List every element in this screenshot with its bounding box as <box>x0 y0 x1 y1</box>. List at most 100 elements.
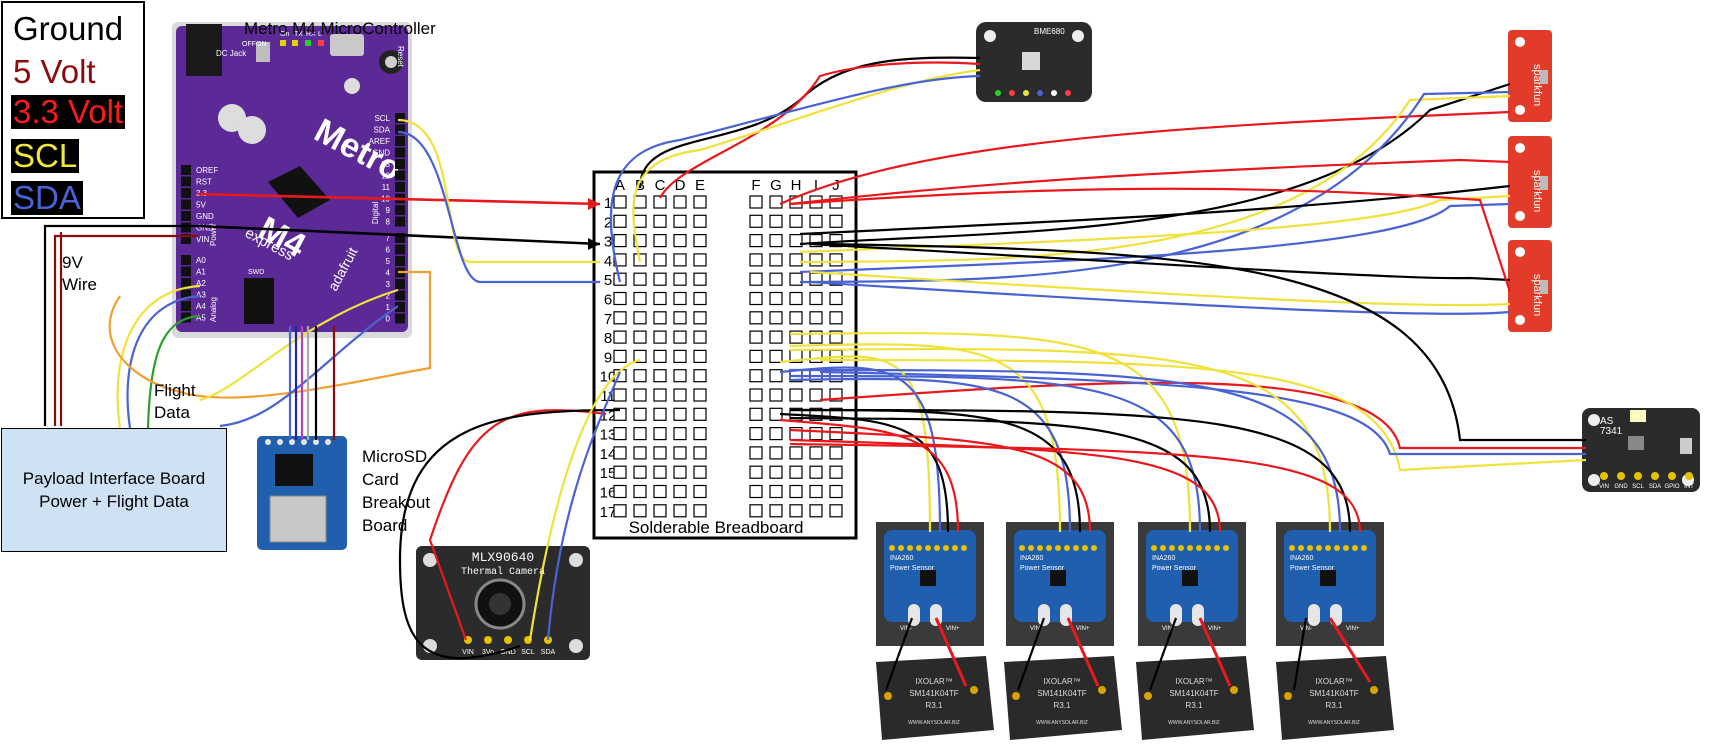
breadboard-hole <box>769 427 783 441</box>
breadboard-hole <box>653 253 667 267</box>
ina260-vin-plus-label: VIN+ <box>1076 626 1090 632</box>
breadboard-hole <box>673 195 687 209</box>
ina260-pin <box>1343 545 1349 551</box>
arrow-gnd <box>588 238 600 250</box>
metro-pin <box>395 216 405 227</box>
breadboard-hole <box>769 388 783 402</box>
solar-cell-terminal <box>1370 686 1378 694</box>
breadboard-hole <box>693 388 707 402</box>
breadboard-hole <box>769 253 783 267</box>
breadboard-hole <box>613 311 627 325</box>
wire-ina1-gnd <box>779 412 950 533</box>
ina260-pin <box>907 545 913 551</box>
ina260-pin <box>1361 545 1367 551</box>
as7341-pin-label: GND <box>1614 484 1628 490</box>
ina260-sublabel: Power Sensor <box>1152 565 1197 572</box>
breadboard-hole <box>749 388 763 402</box>
solar-cell-url: WWW.ANYSOLAR.BIZ <box>1168 720 1220 726</box>
metro-pin <box>395 159 405 169</box>
breadboard-hole <box>613 214 627 228</box>
breadboard-hole <box>789 465 803 479</box>
breadboard-hole <box>653 272 667 286</box>
metro-pin-label: VIN <box>196 235 210 244</box>
ina260-pin <box>1214 545 1220 551</box>
wire-ina4-gnd <box>789 408 1352 533</box>
sparkfun-label-2: sparkfun <box>1531 170 1543 212</box>
legend-5-volt: 5 Volt <box>13 53 96 90</box>
metro-m4-board: Metro M4 express adafruit DC Jack OFF ON… <box>172 22 412 338</box>
legend-sda: SDA <box>11 179 83 216</box>
breadboard-row-label: 8 <box>604 330 612 347</box>
metro-pin <box>181 199 191 210</box>
breadboard-hole <box>693 330 707 344</box>
ina260-sublabel: Power Sensor <box>890 565 935 572</box>
breadboard-hole <box>653 349 667 363</box>
breadboard-hole <box>809 427 823 441</box>
wire-solar4-neg <box>1292 617 1308 691</box>
wire-ina1-3v3 <box>779 418 960 533</box>
thermal-pin-label: SDA <box>541 649 556 656</box>
metro-pin <box>181 222 191 233</box>
legend-scl: SCL <box>11 137 80 174</box>
ina260-terminal <box>1170 604 1182 626</box>
breadboard-hole <box>749 427 763 441</box>
metro-pin <box>395 124 405 135</box>
arrow-3v3 <box>588 198 600 210</box>
breadboard-hole <box>829 504 843 518</box>
wire-spk3-3v3 <box>789 187 1512 293</box>
breadboard-hole <box>749 311 763 325</box>
ina260-pin <box>1046 545 1052 551</box>
wire-bme-gnd <box>638 56 981 189</box>
breadboard-hole <box>769 349 783 363</box>
ina260-pin <box>1064 545 1070 551</box>
breadboard-hole <box>673 407 687 421</box>
breadboard-hole <box>789 388 803 402</box>
swd-header <box>244 278 274 324</box>
sparkfun-board-1: sparkfun <box>1508 30 1552 122</box>
breadboard-hole <box>829 311 843 325</box>
breadboard-hole <box>633 330 647 344</box>
as7341-pin <box>1600 472 1608 480</box>
ina260-pin <box>1028 545 1034 551</box>
breadboard-hole <box>653 214 667 228</box>
reset-label: Reset <box>396 46 405 68</box>
wire-thermal-sda <box>546 371 622 641</box>
breadboard-hole <box>673 311 687 325</box>
breadboard-hole <box>769 272 783 286</box>
as7341-pin-label: GPIO <box>1664 484 1679 490</box>
metro-pin-label: A5 <box>196 314 206 323</box>
wire-spk2-3v3 <box>789 158 1511 206</box>
breadboard-title: Solderable Breadboard <box>629 518 804 537</box>
breadboard-hole <box>673 291 687 306</box>
ina260-chip <box>1050 570 1066 586</box>
ina260-pin <box>1160 545 1166 551</box>
breadboard-hole <box>653 407 667 421</box>
breadboard-hole <box>749 484 763 499</box>
ina260-pin <box>1169 545 1175 551</box>
ina260-vin-minus-label: VIN- <box>1162 626 1174 632</box>
metro-pin-label: 1 <box>386 303 391 312</box>
breadboard-hole <box>829 427 843 441</box>
metro-pin-label: 0 <box>386 315 391 324</box>
ina260-pin <box>916 545 922 551</box>
as7341-pin <box>1617 472 1625 480</box>
as7341-pin <box>1685 472 1693 480</box>
metro-pin <box>395 182 405 192</box>
as7341-pin-label: VIN <box>1599 484 1609 490</box>
metro-pin-label: 13 <box>381 160 390 169</box>
thermal-pin <box>504 636 512 644</box>
on-led-label: On <box>280 31 289 38</box>
breadboard-hole <box>809 504 823 518</box>
breadboard-hole <box>769 369 783 383</box>
wire-spk2-scl <box>799 194 1511 254</box>
as7341-pin <box>1668 472 1676 480</box>
ina260-pin <box>1055 545 1061 551</box>
ina260-chip <box>920 570 936 586</box>
metro-pin <box>395 113 405 123</box>
breadboard-col-label: C <box>655 177 666 194</box>
breadboard-hole <box>693 195 707 209</box>
breadboard-hole <box>613 234 627 248</box>
